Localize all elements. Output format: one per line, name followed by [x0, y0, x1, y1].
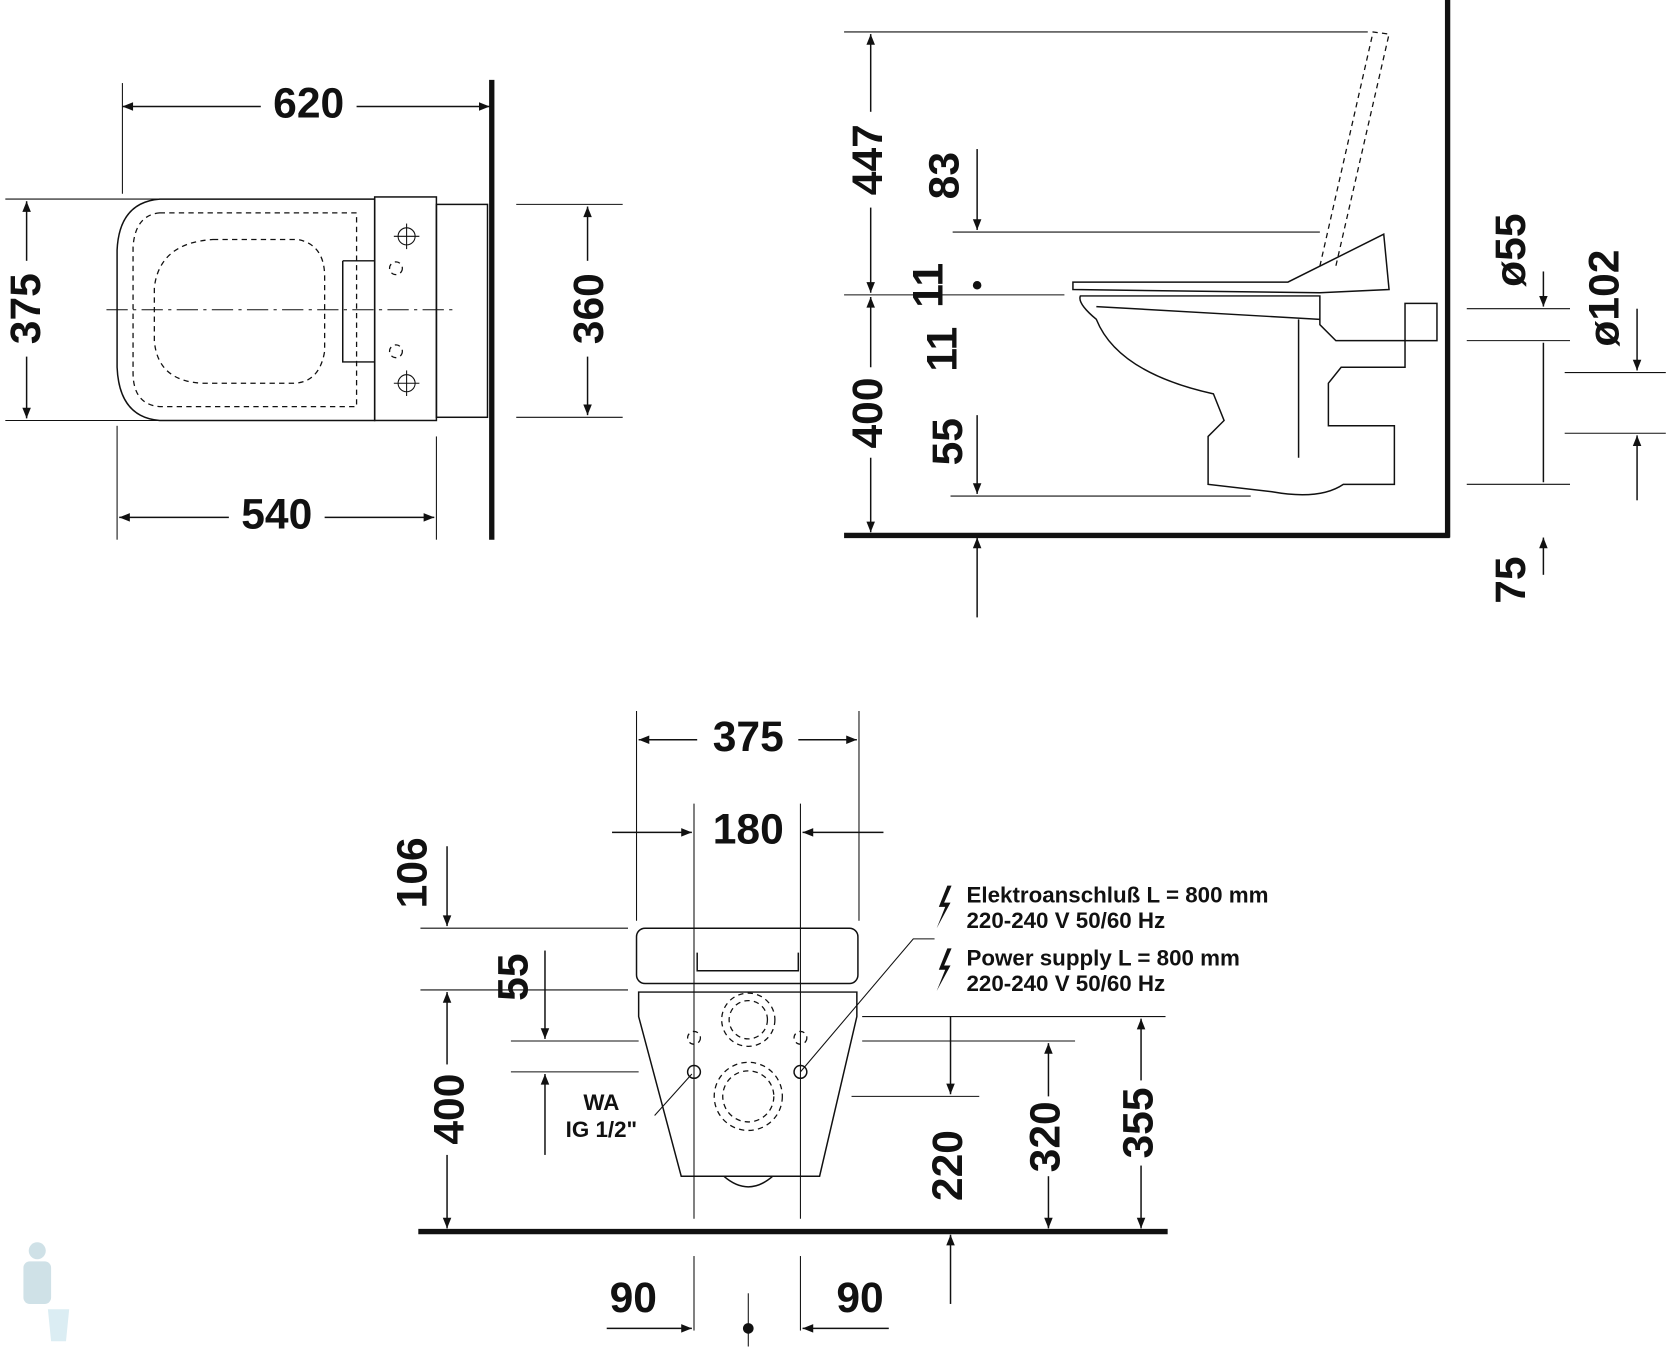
dim-front-rim-height: 400: [426, 1074, 474, 1145]
dim-width-overall: 620: [273, 80, 344, 128]
front-view: 375 180 106 55 400 220 320 355 90 90 WA …: [388, 711, 1168, 1347]
lightning-icon: [936, 885, 952, 929]
dim-seat-lid-height: 447: [844, 124, 892, 195]
wall-plate: [435, 203, 489, 419]
power-note-de-line1: Elektroanschluß L = 800 mm: [966, 883, 1268, 908]
open-lid-outline: [1319, 31, 1390, 267]
dim-water-height: 320: [1022, 1101, 1070, 1172]
hinge-recess: [341, 260, 375, 363]
plumber-logo: [23, 1242, 70, 1342]
water-thread: IG 1/2": [566, 1117, 637, 1142]
dim-flange-diameter: ø102: [1581, 250, 1629, 347]
dim-rim-height: 400: [844, 378, 892, 449]
dim-outlet-offset: 55: [924, 418, 972, 465]
dim-outlet-height: 75: [1487, 556, 1535, 603]
bowl-outline: [116, 198, 376, 422]
power-note-de-line2: 220-240 V 50/60 Hz: [966, 908, 1165, 933]
fixing-crosshair-icons: [388, 223, 420, 396]
dim-seat-gap-top: 11: [905, 263, 953, 308]
dim-lid-offset: 83: [921, 152, 969, 199]
seat-outline: [132, 212, 358, 408]
dim-front-width: 375: [713, 713, 784, 761]
dim-seat-gap-bottom: 11: [918, 327, 966, 372]
seat-lid-front: [635, 927, 859, 985]
bowl-profile: [1079, 295, 1406, 496]
power-note-en-line1: Power supply L = 800 mm: [966, 945, 1239, 970]
water-label: WA: [583, 1090, 619, 1115]
flange-circles: [686, 992, 808, 1132]
dim-fixing-spacing: 180: [713, 806, 784, 854]
bowl-front: [637, 991, 858, 1177]
dim-outlet-diameter: ø55: [1487, 213, 1535, 286]
dim-seat-offset: 55: [489, 953, 537, 1000]
lightning-icon: [936, 948, 952, 992]
dim-power-height: 355: [1114, 1087, 1162, 1158]
dim-width-bowl: 540: [241, 491, 312, 539]
dim-top-offset: 106: [388, 837, 436, 908]
seat-opening: [153, 238, 326, 384]
power-note-en-line2: 220-240 V 50/60 Hz: [966, 971, 1165, 996]
dim-left-offset: 90: [610, 1274, 657, 1322]
dim-depth-tank: 360: [565, 273, 613, 344]
dim-right-offset: 90: [836, 1274, 883, 1322]
power-note: Elektroanschluß L = 800 mm 220-240 V 50/…: [936, 883, 1268, 996]
dim-fixing-height: 220: [924, 1130, 972, 1201]
seat-profile: [1072, 233, 1390, 294]
plan-view: 620 375 360 540: [2, 80, 623, 540]
dim-depth-overall: 375: [2, 273, 50, 344]
side-view: 447 400 83 11 11 55 ø55 ø102 75: [844, 0, 1666, 618]
tank-outline: [373, 196, 438, 422]
